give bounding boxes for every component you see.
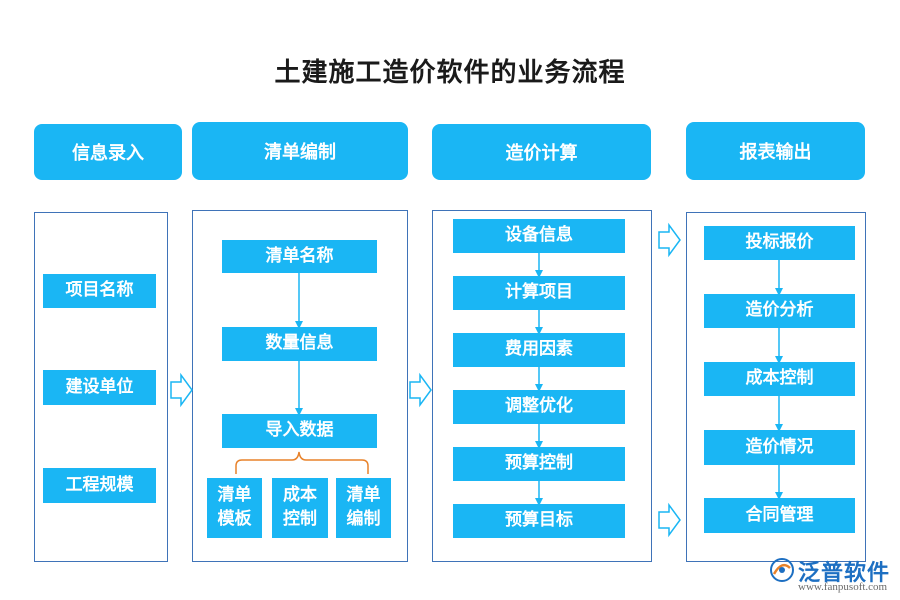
- block-arrow-1-to-2: [170, 372, 193, 408]
- logo-url: www.fanpusoft.com: [798, 581, 888, 593]
- node-calc-items: 计算项目: [453, 276, 625, 310]
- header-cost-calc: 造价计算: [432, 124, 651, 180]
- node-cost-control: 成本控制: [704, 362, 855, 396]
- logo-brand-name: 泛普软件: [798, 561, 891, 586]
- fanpu-logo-icon: [770, 558, 794, 582]
- node-cost-analysis: 造价分析: [704, 294, 855, 328]
- node-bid-quote: 投标报价: [704, 226, 855, 260]
- node-project-name: 项目名称: [43, 274, 156, 308]
- node-import-data: 导入数据: [222, 414, 377, 448]
- block-arrow-3-to-4-top: [658, 222, 681, 258]
- block-arrow-3-to-4-bottom: [658, 502, 681, 538]
- node-contract-mgmt: 合同管理: [704, 498, 855, 533]
- node-list-template: 清单 模板: [207, 478, 262, 538]
- node-equipment-info: 设备信息: [453, 219, 625, 253]
- header-report-output: 报表输出: [686, 122, 865, 180]
- node-adjust-optimize: 调整优化: [453, 390, 625, 424]
- header-list-compile: 清单编制: [192, 122, 408, 180]
- block-arrow-2-to-3: [409, 372, 432, 408]
- node-list-compile-sub: 清单 编制: [336, 478, 391, 538]
- node-cost-factors: 费用因素: [453, 333, 625, 367]
- node-quantity-info: 数量信息: [222, 327, 377, 361]
- header-info-entry: 信息录入: [34, 124, 182, 180]
- diagram-title: 土建施工造价软件的业务流程: [274, 58, 626, 88]
- node-construction-unit: 建设单位: [43, 370, 156, 405]
- node-list-name: 清单名称: [222, 240, 377, 273]
- node-cost-control-sub: 成本 控制: [272, 478, 328, 538]
- node-budget-target: 预算目标: [453, 504, 625, 538]
- fanpu-logo: 泛普软件 www.fanpusoft.com: [768, 552, 894, 598]
- node-cost-status: 造价情况: [704, 430, 855, 465]
- node-budget-control: 预算控制: [453, 447, 625, 481]
- node-project-scale: 工程规模: [43, 468, 156, 503]
